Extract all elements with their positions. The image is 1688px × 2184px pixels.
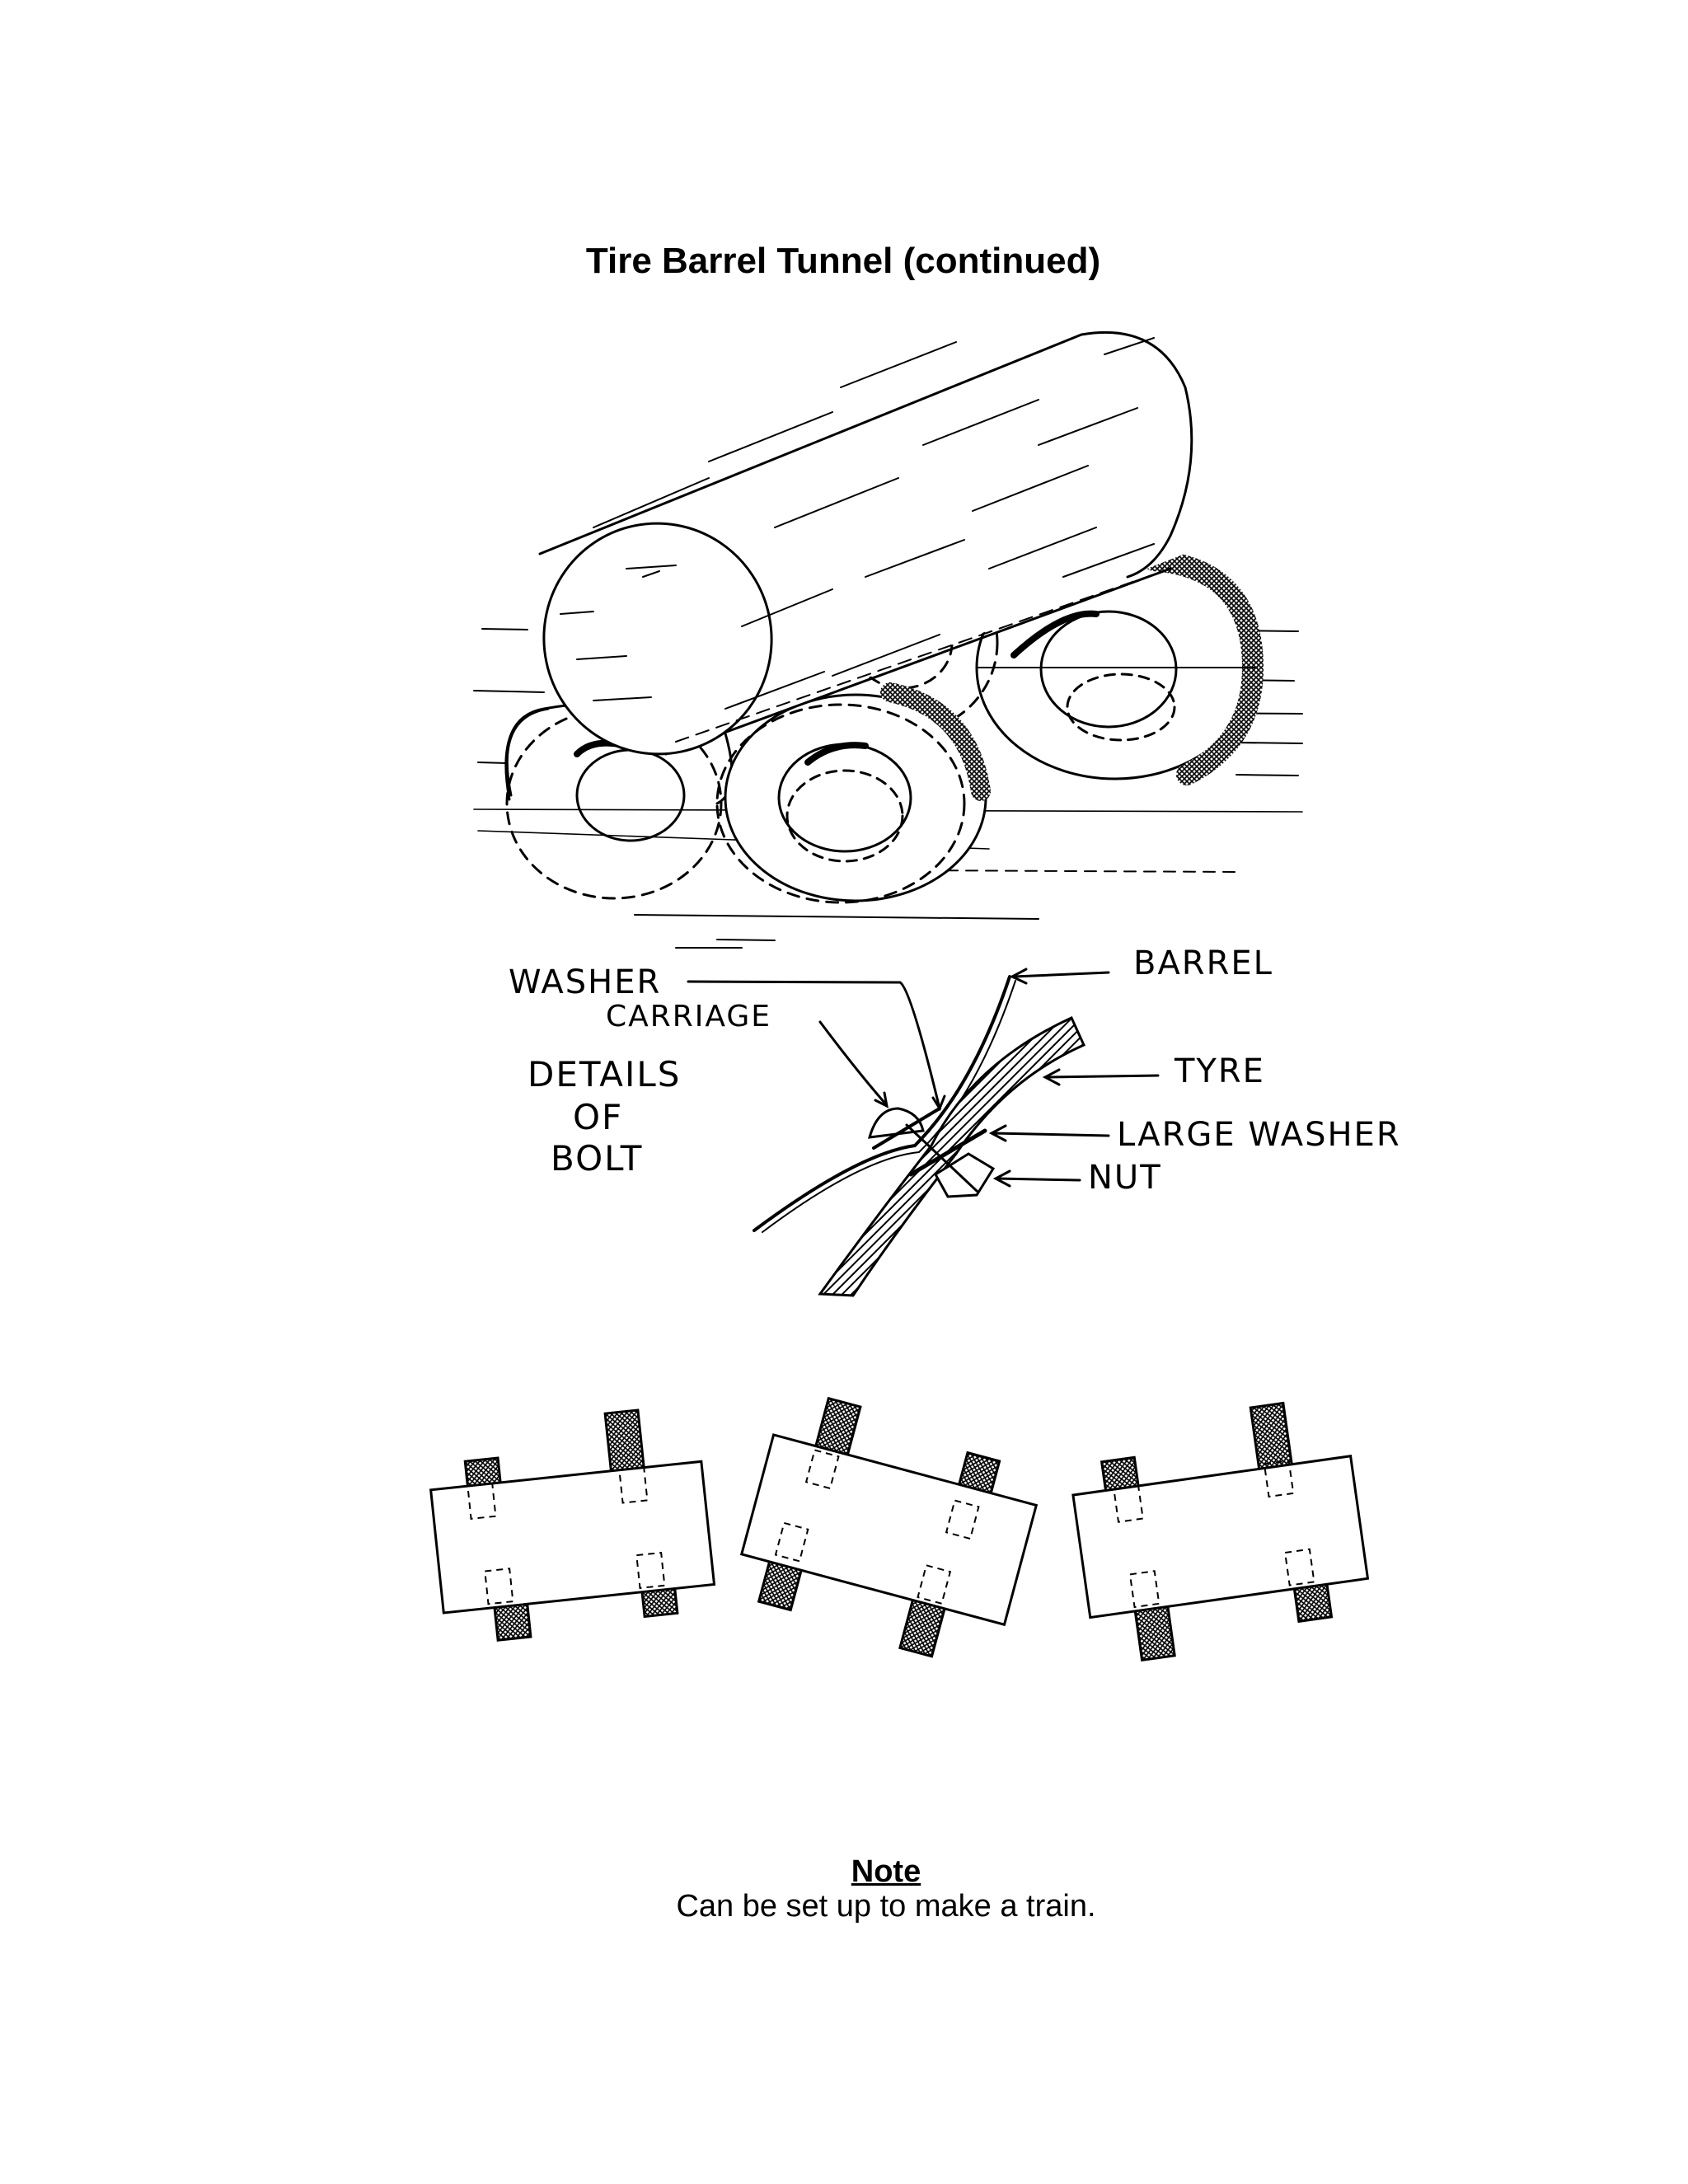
label-washer: WASHER: [509, 963, 661, 1001]
nut: [933, 1152, 996, 1198]
tyre-leader: [1045, 1074, 1160, 1079]
note-heading: Note: [851, 1854, 921, 1889]
page-title-text: Tire Barrel Tunnel (continued): [585, 241, 1101, 281]
tyre-section: [818, 1016, 1085, 1297]
barrel-leader: [1012, 971, 1110, 978]
carriage-top-view-3: [1071, 1401, 1370, 1662]
bolt-detail-drawing: [687, 968, 1160, 1297]
label-nut: NUT: [1088, 1159, 1162, 1197]
train-top-view: [429, 1396, 1370, 1662]
details-heading-line1: DETAILS: [528, 1054, 681, 1094]
nut-leader: [996, 1177, 1081, 1182]
carriage-leader: [818, 1020, 888, 1106]
front-right-tyre: [715, 682, 991, 904]
carriage-bolt-head: [867, 1107, 925, 1139]
label-carriage: CARRIAGE: [606, 1000, 771, 1033]
large-washer-leader: [992, 1132, 1110, 1137]
page-title: Tire Barrel Tunnel (continued): [0, 241, 1688, 282]
label-tyre: TYRE: [1174, 1052, 1265, 1090]
label-barrel: BARREL: [1133, 944, 1273, 982]
barrel-tunnel-drawing: [473, 328, 1303, 949]
details-heading-line2: OF: [573, 1097, 623, 1137]
details-heading-line3: BOLT: [551, 1138, 643, 1179]
large-washer: [908, 1128, 987, 1177]
note-text: Can be set up to make a train.: [676, 1889, 1096, 1924]
bolt-detail-labels: WASHER CARRIAGE BARREL TYRE LARGE WASHER…: [509, 944, 1401, 1197]
label-large-washer: LARGE WASHER: [1117, 1116, 1401, 1154]
carriage-top-view-1: [429, 1408, 716, 1642]
barrel-wall: [753, 975, 1011, 1232]
washer: [872, 1107, 941, 1150]
barrel: [538, 328, 1263, 756]
washer-leader: [687, 980, 941, 1110]
carriage-top-view-2: [739, 1396, 1039, 1658]
